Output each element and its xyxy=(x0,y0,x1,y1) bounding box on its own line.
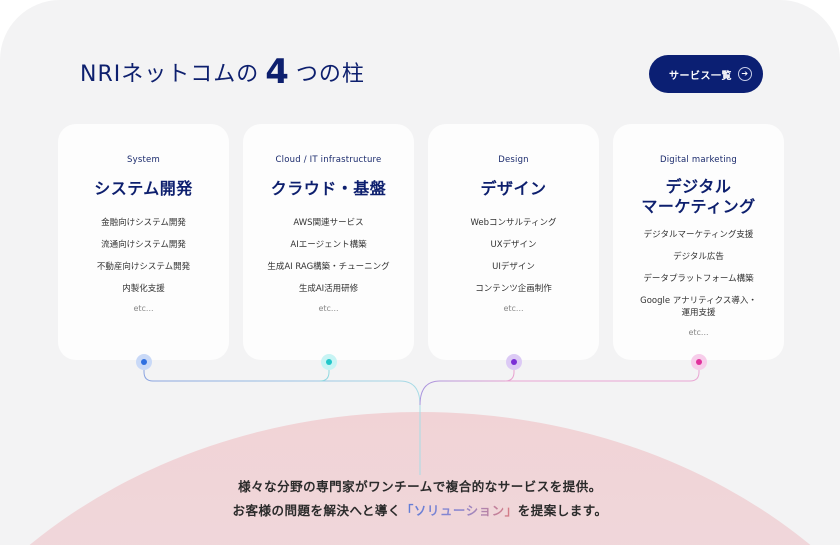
pillar-title: クラウド・基盤 xyxy=(270,179,387,198)
title-prefix: NRIネットコムの xyxy=(80,62,260,87)
dot-core xyxy=(696,359,702,365)
pillar-title-line2: マーケティング xyxy=(641,197,756,216)
pillar-item: デジタルマーケティング支援 xyxy=(643,230,754,240)
pillar-title: デジタル マーケティング xyxy=(613,177,784,217)
pillar-title: デザイン xyxy=(480,179,547,198)
pillar-item: 金融向けシステム開発 xyxy=(101,218,186,228)
pillar-item: デジタル広告 xyxy=(673,252,724,262)
pillar-item-list: Webコンサルティング UXデザイン UIデザイン コンテンツ企画制作 xyxy=(428,217,599,295)
pillar-card-cloud[interactable]: Cloud / IT infrastructure クラウド・基盤 AWS関連サ… xyxy=(243,124,414,360)
connector-dot-system xyxy=(136,354,152,370)
pillar-card-system[interactable]: System システム開発 金融向けシステム開発 流通向けシステム開発 不動産向… xyxy=(58,124,229,360)
pillar-item-list: デジタルマーケティング支援 デジタル広告 データプラットフォーム構築 Googl… xyxy=(613,229,784,319)
pillar-en-label: Cloud / IT infrastructure xyxy=(275,155,382,165)
pillar-item: Google アナリティクス導入・ xyxy=(640,296,757,306)
pillar-item: データプラットフォーム構築 xyxy=(643,274,754,284)
title-suffix: つの柱 xyxy=(295,62,365,87)
connector-dot-cloud xyxy=(321,354,337,370)
tagline-highlight: 「ソリューション」 xyxy=(400,503,518,518)
pillar-item: 運用支援 xyxy=(681,308,716,318)
pillar-title: システム開発 xyxy=(94,179,193,198)
service-list-button[interactable]: サービス一覧 ➔ xyxy=(649,55,763,93)
tagline-prefix: お客様の問題を解決へと導く xyxy=(232,503,401,518)
connector-dot-digital-marketing xyxy=(691,354,707,370)
pillar-etc: etc... xyxy=(318,304,339,313)
pillar-title-line1: デジタル xyxy=(665,177,732,196)
service-list-label: サービス一覧 xyxy=(669,70,732,82)
pillar-item: UIデザイン xyxy=(492,262,535,272)
pillar-item-list: AWS関連サービス AIエージェント構築 生成AI RAG構築・チューニング 生… xyxy=(243,217,414,295)
pillar-item-list: 金融向けシステム開発 流通向けシステム開発 不動産向けシステム開発 内製化支援 xyxy=(58,217,229,295)
tagline-suffix: を提案します。 xyxy=(517,503,608,518)
arrow-right-circle-icon: ➔ xyxy=(738,67,752,81)
pillar-en-label: Digital marketing xyxy=(660,155,737,165)
dot-core xyxy=(326,359,332,365)
pillar-item: 生成AI活用研修 xyxy=(298,284,359,294)
pillar-etc: etc... xyxy=(503,304,524,313)
pillar-en-label: System xyxy=(127,155,160,165)
connector-dot-design xyxy=(506,354,522,370)
dot-core xyxy=(511,359,517,365)
pillar-item: 不動産向けシステム開発 xyxy=(96,262,191,272)
pillar-item: AWS関連サービス xyxy=(293,218,364,228)
dot-core xyxy=(141,359,147,365)
tagline-line1: 様々な分野の専門家がワンチームで複合的なサービスを提供。 xyxy=(238,479,602,494)
tagline-line2: お客様の問題を解決へと導く「ソリューション」を提案します。 xyxy=(0,500,840,519)
pillar-item: UXデザイン xyxy=(490,240,537,250)
section-title: NRIネットコムの 4 つの柱 xyxy=(80,50,365,92)
pillar-item: 内製化支援 xyxy=(122,284,165,294)
pillar-item: Webコンサルティング xyxy=(470,218,557,228)
pillar-item: コンテンツ企画制作 xyxy=(475,284,552,294)
pillar-etc: etc... xyxy=(688,328,709,337)
pillar-etc: etc... xyxy=(133,304,154,313)
pillar-card-design[interactable]: Design デザイン Webコンサルティング UXデザイン UIデザイン コン… xyxy=(428,124,599,360)
pillar-item: AIエージェント構築 xyxy=(290,240,367,250)
pillar-card-digital-marketing[interactable]: Digital marketing デジタル マーケティング デジタルマーケティ… xyxy=(613,124,784,360)
title-number: 4 xyxy=(265,52,290,92)
pillar-en-label: Design xyxy=(498,155,529,165)
pillar-item: 生成AI RAG構築・チューニング xyxy=(267,262,390,272)
pillar-item: 流通向けシステム開発 xyxy=(101,240,186,250)
